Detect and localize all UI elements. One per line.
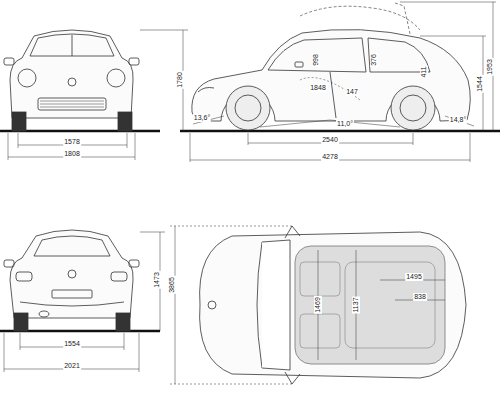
dimension-label: 1495 bbox=[405, 273, 423, 281]
dimension-label: 1578 bbox=[63, 138, 81, 146]
dimension-label: 411 bbox=[420, 65, 428, 78]
dimension-label: 14,8° bbox=[449, 116, 467, 124]
dimension-label: 838 bbox=[413, 293, 427, 301]
dimension-label: 13,6° bbox=[193, 114, 211, 122]
dimension-label: 1554 bbox=[63, 340, 81, 348]
dimension-label: 1953 bbox=[486, 58, 494, 76]
dimension-label: 998 bbox=[312, 53, 320, 67]
dimension-label: 3865 bbox=[168, 276, 176, 294]
dimension-label: 2540 bbox=[321, 136, 339, 144]
dimension-label: 1473 bbox=[153, 271, 161, 289]
dimension-label: 376 bbox=[370, 53, 378, 67]
dimension-label: 1469 bbox=[314, 296, 322, 314]
dimension-label: 1808 bbox=[63, 150, 81, 158]
dimension-label: 2021 bbox=[63, 362, 81, 370]
dimension-label: 147 bbox=[345, 88, 359, 96]
dimension-label: 11,0° bbox=[336, 120, 354, 128]
dimension-label: 1848 bbox=[309, 84, 327, 92]
dimension-label: 1544 bbox=[476, 75, 484, 93]
dimension-label: 4278 bbox=[321, 153, 339, 161]
dimension-label: 1137 bbox=[352, 296, 360, 313]
dimension-label: 1780 bbox=[176, 71, 184, 89]
